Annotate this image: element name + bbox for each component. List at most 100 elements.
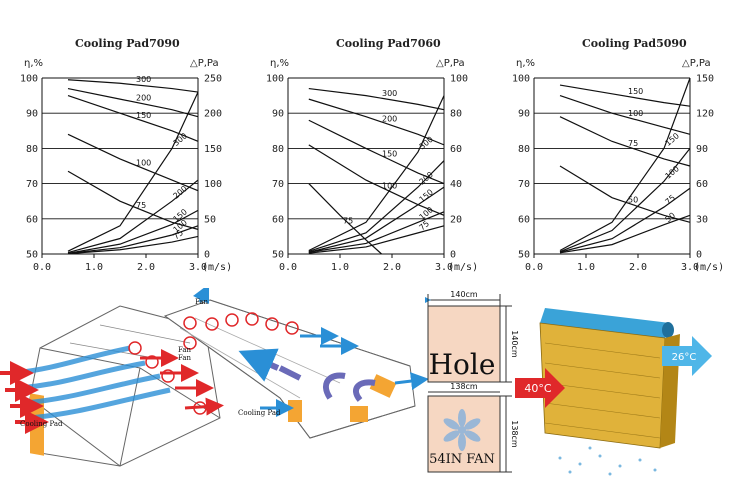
efficiency-curve-label: 200 [382,115,397,124]
pressure-curve [559,187,691,253]
x-unit-label: (m/s) [202,262,232,273]
efficiency-curve [559,116,691,167]
hole-height-label: 140cm [510,330,519,358]
left-axis-label: η,% [270,58,289,69]
left-tick-label: 90 [26,109,38,120]
x-tick-label: 0.0 [525,262,543,273]
pressure-curve [67,235,199,255]
left-tick-label: 70 [272,179,284,190]
right-axis-label: △P,Pa [190,58,219,69]
pressure-curve-label: 75 [664,193,678,206]
right-tick-label: 200 [204,109,222,120]
hole-width-label: 140cm [450,290,478,299]
water-drops [558,446,657,476]
efficiency-curve-label: 75 [136,201,146,210]
temp-out-label: 26°C [672,352,697,363]
pressure-curve-label: 300 [418,135,435,152]
left-tick-label: 50 [272,250,284,261]
efficiency-curve [308,87,445,111]
left-axis-label: η,% [516,58,535,69]
right-axis-label: △P,Pa [682,58,711,69]
pressure-curve [308,186,445,253]
efficiency-curve [67,87,199,118]
left-tick-label: 80 [26,144,38,155]
left-tick-label: 60 [26,214,38,225]
pressure-curve [308,225,445,254]
fan-box [427,395,501,473]
x-tick-label: 1.0 [577,262,595,273]
pressure-curve [67,91,199,252]
left-tick-label: 100 [266,74,284,85]
x-tick-label: 3.0 [189,262,207,273]
x-unit-label: (m/s) [448,262,478,273]
pressure-curve [308,211,445,253]
left-tick-label: 60 [518,214,530,225]
pressure-curve [67,209,199,254]
pressure-curve [308,95,445,252]
label-fan-top: Fan [195,298,209,306]
left-tick-label: 90 [272,109,284,120]
x-tick-label: 0.0 [279,262,297,273]
hole-fan-dimensions: 140cm Hole 140cm 138cm 54IN FAN 138cm [425,290,519,473]
right-tick-label: 40 [450,179,462,190]
fan-icons-left [128,341,207,415]
efficiency-curve-label: 100 [382,181,397,190]
pressure-curve-label: 100 [664,164,681,181]
left-tick-label: 80 [518,144,530,155]
right-tick-label: 60 [450,144,462,155]
fan-height-label: 138cm [510,420,519,448]
x-tick-label: 1.0 [331,262,349,273]
efficiency-curve [559,95,691,135]
left-tick-label: 60 [272,214,284,225]
left-tick-label: 100 [512,74,530,85]
right-tick-label: 50 [204,214,216,225]
efficiency-curve [67,133,199,192]
label-cooling-pad-left: Cooling Pad [20,420,63,428]
right-tick-label: 30 [696,214,708,225]
x-tick-label: 3.0 [435,262,453,273]
airflow-arrows-left [0,345,224,434]
pressure-curve-label: 100 [418,205,435,222]
label-fan-mid: Fan [178,354,192,362]
efficiency-curve-label: 75 [628,139,638,148]
x-tick-label: 2.0 [383,262,401,273]
fan-icons-right [183,312,299,350]
temp-in-label: 40°C [524,382,551,395]
cool-air-arrow [662,336,712,376]
efficiency-curve-label: 100 [136,159,151,168]
right-tick-label: 100 [204,179,222,190]
efficiency-curve-label: 150 [136,111,151,120]
fan-label: 54IN FAN [429,452,495,467]
efficiency-curve [308,119,445,185]
efficiency-curve [67,170,199,230]
right-tick-label: 0 [450,250,456,261]
right-tick-label: 0 [204,250,210,261]
right-tick-label: 250 [204,74,222,85]
efficiency-curve-label: 150 [382,150,397,159]
pressure-curve-label: 150 [664,131,681,148]
x-tick-label: 3.0 [681,262,699,273]
water-pipe [540,308,670,338]
pressure-curve [559,148,691,253]
efficiency-curve [559,84,691,107]
hot-air-arrow [515,368,565,408]
cooling-pad-block: 40°C 26°C [515,308,712,476]
right-tick-label: 100 [450,74,468,85]
pressure-curve-label: 150 [418,188,435,205]
pressure-curve [308,160,445,252]
right-tick-label: 120 [696,109,714,120]
pressure-curve [559,214,691,254]
hole-label: Hole [429,348,496,381]
chart-title: Cooling Pad7060 [336,37,441,50]
airflow-arrows-right [192,288,429,417]
pressure-curve-label: 50 [664,211,678,224]
label-fan-right: Fan [178,346,192,354]
efficiency-curve-label: 50 [628,195,638,204]
x-unit-label: (m/s) [694,262,724,273]
